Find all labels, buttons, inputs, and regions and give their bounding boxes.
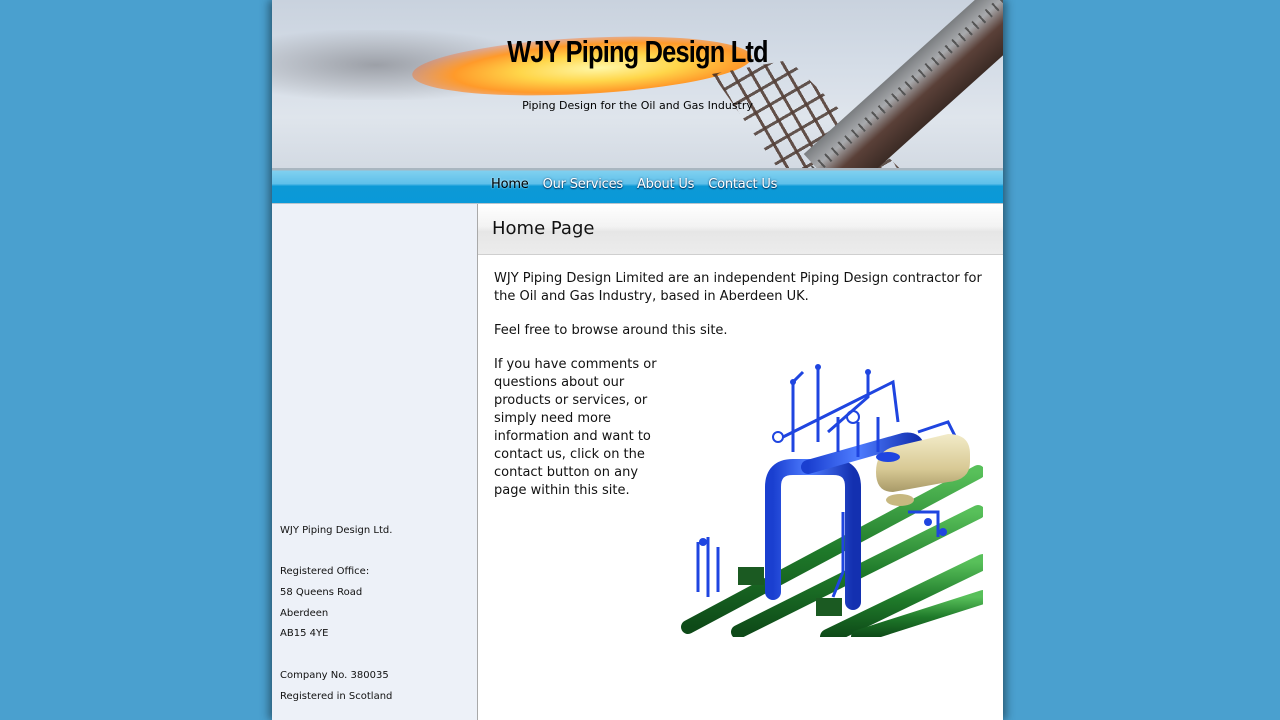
nav-home[interactable]: Home — [491, 177, 529, 192]
nav-our-services[interactable]: Our Services — [542, 177, 624, 192]
sidebar: WJY Piping Design Ltd. Registered Office… — [272, 204, 478, 720]
intro-paragraph: WJY Piping Design Limited are an indepen… — [494, 271, 982, 304]
main-nav: Home Our Services About Us Contact Us — [272, 168, 1003, 204]
content-body: WJY Piping Design Limited are an indepen… — [494, 270, 994, 516]
piping-model-image — [678, 362, 991, 645]
registered-office-label: Registered Office: — [280, 566, 370, 578]
nav-contact-us[interactable]: Contact Us — [708, 177, 778, 192]
registered-in: Registered in Scotland — [280, 690, 393, 702]
site-title: WJY Piping Design Ltd — [507, 34, 768, 69]
page-container: WJY Piping Design Ltd Piping Design for … — [272, 0, 1003, 720]
main-content: Home Page WJY Piping Design Limited are … — [478, 204, 1003, 720]
browse-paragraph: Feel free to browse around this site. — [494, 323, 728, 338]
address-line2: Aberdeen — [280, 607, 329, 619]
piping-model-illustration — [681, 364, 991, 645]
site-tagline: Piping Design for the Oil and Gas Indust… — [522, 99, 753, 112]
nav-about-us[interactable]: About Us — [636, 177, 695, 192]
header-banner: WJY Piping Design Ltd Piping Design for … — [272, 0, 1003, 168]
page-heading-bar: Home Page — [478, 204, 1003, 255]
contact-paragraph: If you have comments or questions about … — [494, 357, 657, 498]
address-line1: 58 Queens Road — [280, 587, 363, 599]
company-info: WJY Piping Design Ltd. Registered Office… — [280, 525, 392, 711]
postcode: AB15 4YE — [280, 628, 329, 640]
page-title: Home Page — [492, 218, 595, 239]
company-name: WJY Piping Design Ltd. — [280, 525, 393, 536]
company-number: Company No. 380035 — [280, 669, 389, 681]
